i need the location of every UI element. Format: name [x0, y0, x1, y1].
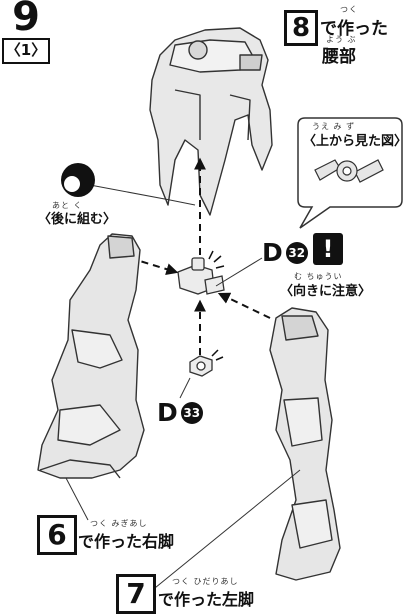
orientation-warning-label: 〈向きに注意〉	[280, 280, 371, 299]
part-d32-letter: D	[262, 238, 284, 267]
part-d33-number: 33	[181, 402, 203, 424]
step-number: 9	[2, 0, 50, 34]
small-part-d33	[190, 350, 223, 376]
part-d32-number: 32	[286, 242, 308, 264]
step-substep: 〈1〉	[2, 38, 50, 64]
right-leg-ref-number: 6	[37, 515, 77, 555]
warning-icon: !	[313, 233, 343, 265]
waist-ref-number: 8	[284, 10, 318, 46]
waist-name: 腰部	[322, 42, 356, 67]
assemble-later-label: 〈後に組む〉	[38, 208, 116, 227]
left-leg-drawing	[270, 308, 340, 580]
joint-part-d32	[178, 251, 224, 294]
left-leg-ref-number: 7	[116, 574, 156, 614]
left-leg-label: で作った左脚	[158, 586, 254, 610]
waist-part-drawing	[150, 28, 272, 215]
assemble-later-icon	[61, 163, 95, 197]
right-leg-label: で作った右脚	[78, 528, 174, 552]
right-leg-drawing	[38, 234, 144, 478]
part-d33-letter: D	[157, 398, 179, 427]
top-view-label: 〈上から見た図〉	[303, 130, 407, 149]
